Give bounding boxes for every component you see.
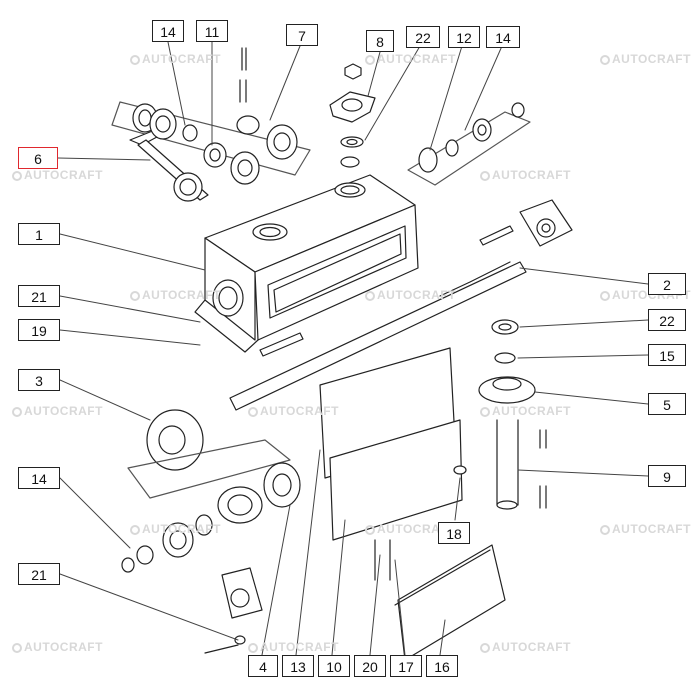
part-callout-17[interactable]: 17 — [390, 655, 422, 677]
watermark: AUTOCRAFT — [480, 640, 571, 654]
part-callout-11[interactable]: 11 — [196, 20, 228, 42]
part-callout-14[interactable]: 14 — [486, 26, 520, 48]
cover-plates-drawing — [319, 347, 467, 541]
part-callout-12[interactable]: 12 — [448, 26, 480, 48]
main-shaft-drawing — [229, 199, 573, 411]
part-callout-13[interactable]: 13 — [282, 655, 314, 677]
part-callout-1[interactable]: 1 — [18, 223, 60, 245]
part-callout-18[interactable]: 18 — [438, 522, 470, 544]
part-callout-15[interactable]: 15 — [648, 344, 686, 366]
leader-lines — [57, 41, 649, 656]
watermark: AUTOCRAFT — [365, 288, 456, 302]
part-callout-19[interactable]: 19 — [18, 319, 60, 341]
watermark: AUTOCRAFT — [130, 522, 221, 536]
bevel-pinion-assembly-drawing — [111, 47, 311, 202]
watermark: AUTOCRAFT — [248, 404, 339, 418]
part-callout-8[interactable]: 8 — [366, 30, 394, 52]
watermark: AUTOCRAFT — [480, 404, 571, 418]
scraper-strip-drawing — [374, 539, 506, 661]
watermark: AUTOCRAFT — [480, 168, 571, 182]
watermark: AUTOCRAFT — [12, 168, 103, 182]
watermark: AUTOCRAFT — [365, 522, 456, 536]
part-callout-14[interactable]: 14 — [18, 467, 60, 489]
part-callout-21[interactable]: 21 — [18, 563, 60, 585]
gearbox-housing-drawing — [194, 174, 419, 353]
part-callout-9[interactable]: 9 — [648, 465, 686, 487]
part-callout-6[interactable]: 6 — [18, 147, 58, 169]
bevel-gear-assembly-drawing — [478, 319, 547, 510]
watermark: AUTOCRAFT — [130, 288, 221, 302]
watermark: AUTOCRAFT — [12, 640, 103, 654]
part-callout-4[interactable]: 4 — [248, 655, 278, 677]
watermark: AUTOCRAFT — [12, 404, 103, 418]
part-callout-21[interactable]: 21 — [18, 285, 60, 307]
part-callout-14[interactable]: 14 — [152, 20, 184, 42]
watermark: AUTOCRAFT — [600, 52, 691, 66]
watermark: AUTOCRAFT — [365, 52, 456, 66]
lower-gear-assembly-drawing — [121, 409, 301, 654]
watermark: AUTOCRAFT — [130, 52, 221, 66]
part-callout-7[interactable]: 7 — [286, 24, 318, 46]
part-callout-10[interactable]: 10 — [318, 655, 350, 677]
part-callout-2[interactable]: 2 — [648, 273, 686, 295]
part-callout-5[interactable]: 5 — [648, 393, 686, 415]
watermark: AUTOCRAFT — [600, 522, 691, 536]
part-callout-16[interactable]: 16 — [426, 655, 458, 677]
watermark: AUTOCRAFT — [248, 640, 339, 654]
part-callout-3[interactable]: 3 — [18, 369, 60, 391]
part-callout-22[interactable]: 22 — [648, 309, 686, 331]
part-callout-22[interactable]: 22 — [406, 26, 440, 48]
right-bearing-group-drawing — [407, 102, 531, 186]
part-callout-20[interactable]: 20 — [354, 655, 386, 677]
top-flange-assembly-drawing — [329, 63, 376, 168]
